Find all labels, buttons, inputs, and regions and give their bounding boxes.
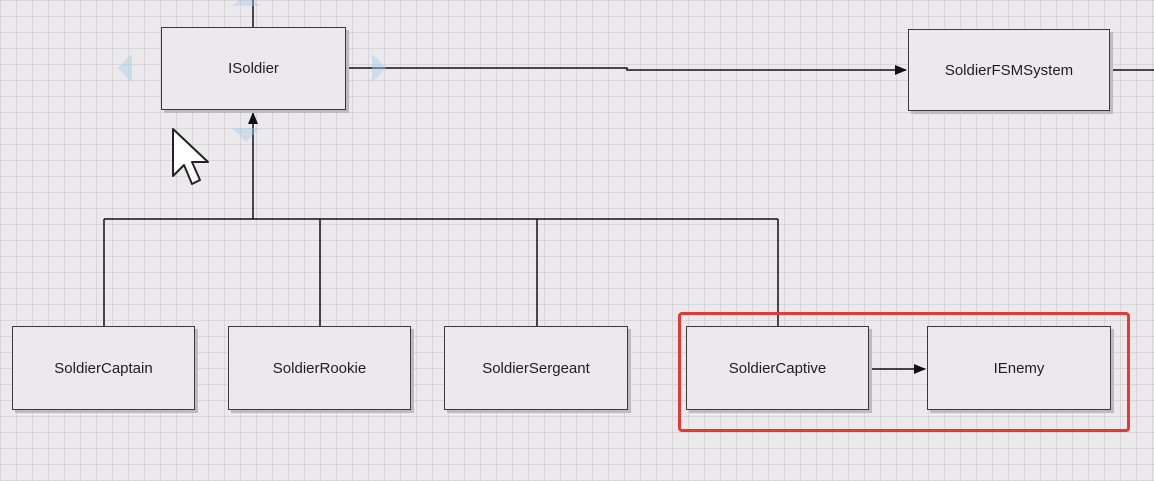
node-isoldier[interactable]: ISoldier xyxy=(161,27,346,110)
mouse-pointer-icon xyxy=(172,128,209,185)
connect-right-arrow-icon[interactable] xyxy=(372,54,386,82)
node-label: IEnemy xyxy=(993,359,1045,377)
node-soldier-sergeant[interactable]: SoldierSergeant xyxy=(444,326,628,410)
node-soldier-captain[interactable]: SoldierCaptain xyxy=(12,326,195,410)
node-label: SoldierRookie xyxy=(272,359,367,377)
node-ienemy[interactable]: IEnemy xyxy=(927,326,1111,410)
node-soldier-rookie[interactable]: SoldierRookie xyxy=(228,326,411,410)
node-label: SoldierCaptive xyxy=(728,359,827,377)
node-soldier-captive[interactable]: SoldierCaptive xyxy=(686,326,869,410)
connect-up-arrow-icon[interactable] xyxy=(232,0,260,6)
node-label: SoldierSergeant xyxy=(482,359,590,377)
node-label: SoldierFSMSystem xyxy=(944,61,1074,79)
node-label: SoldierCaptain xyxy=(54,359,153,377)
connect-down-arrow-icon[interactable] xyxy=(232,128,260,142)
connect-left-arrow-icon[interactable] xyxy=(118,54,132,82)
node-label: ISoldier xyxy=(228,60,279,77)
node-soldier-fsm-system[interactable]: SoldierFSMSystem xyxy=(908,29,1110,111)
edge-isoldier-fsm xyxy=(346,65,907,75)
highlight-box xyxy=(678,312,1130,432)
